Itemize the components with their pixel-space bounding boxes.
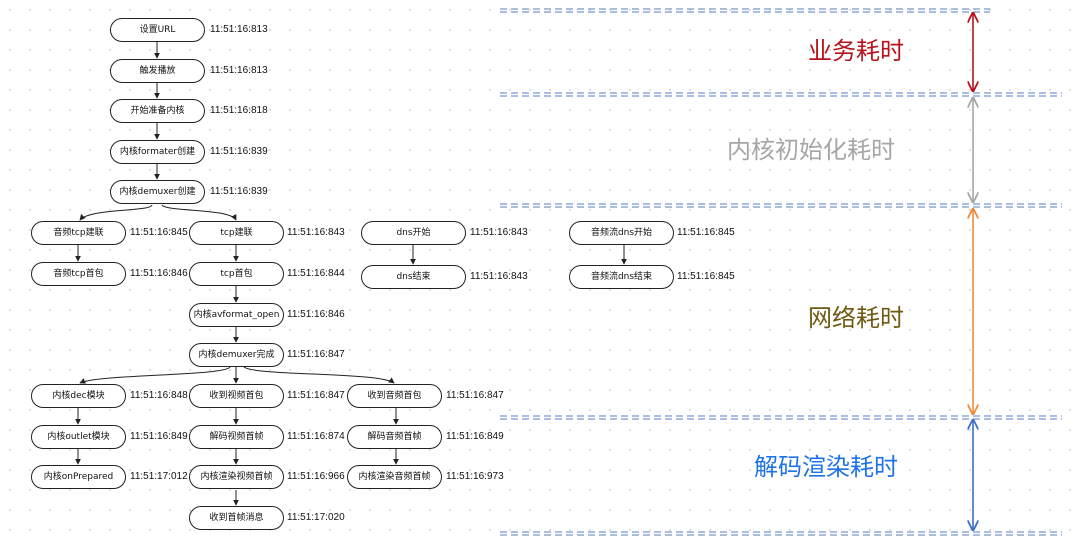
node-audio-dns-end: 音频流dns结束 [569, 265, 674, 289]
phase-label-decode-render: 解码渲染耗时 [754, 453, 898, 481]
node-formater-create: 内核formater创建 [110, 140, 205, 164]
node-trigger-play: 触发播放 [110, 59, 205, 83]
node-set-url: 设置URL [110, 18, 205, 42]
timestamp: 11:51:16:843 [470, 227, 528, 238]
node-demuxer-create: 内核demuxer创建 [110, 180, 205, 204]
timestamp: 11:51:16:849 [446, 431, 504, 442]
node-audio-tcp-connect: 音频tcp建联 [31, 221, 126, 245]
timestamp: 11:51:16:818 [210, 105, 268, 116]
timestamp: 11:51:16:839 [210, 186, 268, 197]
timestamp: 11:51:16:813 [210, 24, 268, 35]
node-audio-dns-start: 音频流dns开始 [569, 221, 674, 245]
timestamp: 11:51:16:843 [470, 271, 528, 282]
timestamp: 11:51:16:845 [677, 227, 735, 238]
flow-arrows [75, 42, 627, 506]
node-audio-render-first-frame: 内核渲染音频首帧 [347, 465, 442, 489]
timestamp: 11:51:17:012 [130, 471, 188, 482]
flow-arrow [79, 366, 231, 384]
node-tcp-first-packet: tcp首包 [189, 262, 284, 286]
timestamp: 11:51:16:846 [287, 309, 345, 320]
node-dns-start: dns开始 [361, 221, 466, 245]
node-avformat-open: 内核avformat_open [189, 303, 284, 327]
timestamp: 11:51:16:844 [287, 268, 345, 279]
node-dns-end: dns结束 [361, 265, 466, 289]
node-video-decode-first-frame: 解码视频首帧 [189, 425, 284, 449]
timestamp: 11:51:16:966 [287, 471, 345, 482]
timestamp: 11:51:16:847 [446, 390, 504, 401]
node-dec-module: 内核dec模块 [31, 384, 126, 408]
node-demuxer-done: 内核demuxer完成 [189, 343, 284, 367]
node-outlet-module: 内核outlet模块 [31, 425, 126, 449]
timestamp: 11:51:16:846 [130, 268, 188, 279]
node-on-prepared: 内核onPrepared [31, 465, 126, 489]
node-audio-first-packet: 收到音频首包 [347, 384, 442, 408]
timestamp: 11:51:16:839 [210, 146, 268, 157]
node-first-frame-message: 收到首帧消息 [189, 506, 284, 530]
phase-label-kernel-init: 内核初始化耗时 [727, 136, 895, 164]
flow-arrow [161, 204, 237, 221]
node-video-first-packet: 收到视频首包 [189, 384, 284, 408]
phase-label-network: 网络耗时 [808, 304, 904, 332]
timestamp: 11:51:16:847 [287, 349, 345, 360]
timestamp: 11:51:16:845 [677, 271, 735, 282]
node-audio-decode-first-frame: 解码音频首帧 [347, 425, 442, 449]
timestamp: 11:51:16:843 [287, 227, 345, 238]
timestamp: 11:51:16:848 [130, 390, 188, 401]
timestamp: 11:51:17:020 [287, 512, 345, 523]
node-prepare-kernel: 开始准备内核 [110, 99, 205, 123]
flow-arrow [79, 204, 153, 221]
phase-dividers [500, 8, 1062, 536]
flow-arrow [243, 366, 395, 384]
node-tcp-connect: tcp建联 [189, 221, 284, 245]
timestamp: 11:51:16:874 [287, 431, 345, 442]
node-audio-tcp-first-packet: 音频tcp首包 [31, 262, 126, 286]
phase-label-business: 业务耗时 [808, 37, 904, 65]
timestamp: 11:51:16:845 [130, 227, 188, 238]
timestamp: 11:51:16:847 [287, 390, 345, 401]
timestamp: 11:51:16:973 [446, 471, 504, 482]
node-video-render-first-frame: 内核渲染视频首帧 [189, 465, 284, 489]
timestamp: 11:51:16:849 [130, 431, 188, 442]
timestamp: 11:51:16:813 [210, 65, 268, 76]
